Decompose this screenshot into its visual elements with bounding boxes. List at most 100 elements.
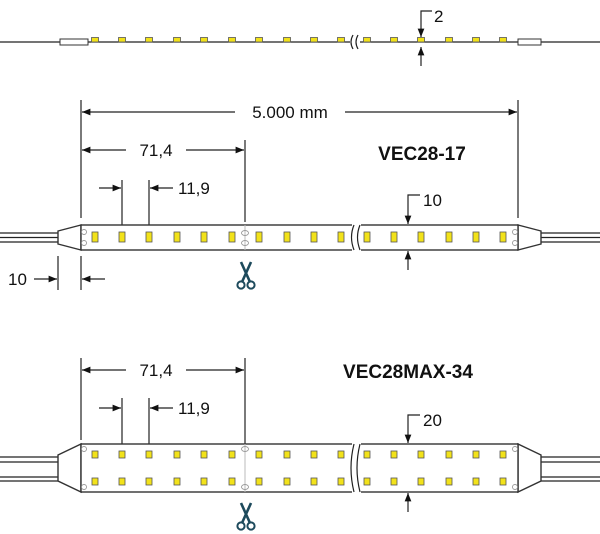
wires-left [0, 456, 58, 482]
cut-length-label: 71,4 [139, 141, 172, 160]
wires-right [541, 232, 600, 243]
led-chip [283, 231, 291, 243]
led-chip [337, 477, 345, 486]
led-chip [337, 37, 345, 43]
led-chip [255, 37, 263, 43]
left-sleeve [59, 38, 89, 46]
led-chip [228, 450, 236, 459]
led-chip [91, 37, 99, 43]
led-chip [145, 477, 153, 486]
led-chip [337, 450, 345, 459]
led-chip [200, 231, 208, 243]
led-chip [417, 37, 425, 43]
led-chip [283, 450, 291, 459]
led-chip [310, 450, 318, 459]
led-chip [255, 477, 263, 486]
thickness-label: 2 [434, 7, 443, 26]
led-chip [173, 37, 181, 43]
top-strip-side-view: 2 [0, 7, 600, 66]
led-chip [499, 477, 507, 486]
led-chip [310, 231, 318, 243]
led-chip [445, 450, 453, 459]
led-chip [390, 450, 398, 459]
led-chip [200, 37, 208, 43]
led-chip [390, 37, 398, 43]
wires-right [541, 456, 600, 482]
led-chip [472, 37, 480, 43]
led-row [91, 231, 507, 243]
led-chip [363, 477, 371, 486]
led-chip [445, 477, 453, 486]
end-cap-left [57, 442, 82, 494]
end-cap-right [517, 442, 542, 494]
led-chip [499, 231, 507, 243]
led-chip [228, 477, 236, 486]
total-length-label: 5.000 mm [252, 103, 328, 122]
led-chip [173, 231, 181, 243]
led-chip [417, 477, 425, 486]
led-chip [145, 450, 153, 459]
led-chip [390, 231, 398, 243]
model-title: VEC28MAX-34 [343, 362, 473, 383]
break-mark [350, 443, 361, 493]
led-chip [173, 477, 181, 486]
led-chip [91, 450, 99, 459]
led-chip [499, 450, 507, 459]
led-pitch-label: 11,9 [178, 179, 210, 198]
led-chip [363, 37, 371, 43]
end-cap-left [57, 224, 82, 251]
end-cap-label: 10 [8, 270, 27, 289]
right-sleeve [517, 38, 542, 46]
led-chip [118, 231, 126, 243]
top-led-row [91, 37, 507, 43]
led-chip [363, 450, 371, 459]
led-chip [363, 231, 371, 243]
led-chip [228, 37, 236, 43]
led-chip [145, 37, 153, 43]
led-chip [283, 477, 291, 486]
led-double-row [91, 450, 507, 486]
led-chip [445, 231, 453, 243]
led-chip [472, 450, 480, 459]
led-chip [200, 450, 208, 459]
led-chip [145, 231, 153, 243]
led-chip [310, 477, 318, 486]
cut-length-label: 71,4 [139, 361, 172, 380]
width-label: 10 [423, 191, 442, 210]
led-chip [255, 231, 263, 243]
led-chip [228, 231, 236, 243]
end-cap-right [517, 224, 542, 251]
scissors-icon [236, 260, 256, 290]
break-mark [350, 224, 361, 251]
led-chip [417, 450, 425, 459]
model-title: VEC28-17 [378, 144, 466, 165]
scissors-icon [236, 501, 256, 531]
width-dimension-top [404, 194, 420, 224]
led-chip [255, 450, 263, 459]
led-chip [499, 37, 507, 43]
cut-mark [81, 225, 518, 250]
led-chip [200, 477, 208, 486]
led-chip [472, 477, 480, 486]
led-chip [472, 231, 480, 243]
led-chip [417, 231, 425, 243]
led-chip [310, 37, 318, 43]
led-chip [91, 477, 99, 486]
strip-body [80, 443, 519, 493]
width-label: 20 [423, 411, 442, 430]
strip-vec28-17: 5.000 mm 71,4 11,9 VEC28-17 10 [0, 100, 600, 290]
thickness-dimension-top [417, 10, 432, 37]
led-chip [445, 37, 453, 43]
led-chip [283, 37, 291, 43]
width-dimension-top [404, 414, 420, 443]
led-pitch-label: 11,9 [178, 399, 210, 418]
led-chip [91, 231, 99, 243]
led-chip [118, 37, 126, 43]
strip-vec28max-34: 71,4 11,9 VEC28MAX-34 20 [0, 358, 600, 531]
led-chip [337, 231, 345, 243]
cut-mark [81, 444, 518, 492]
led-chip [390, 477, 398, 486]
led-chip [118, 477, 126, 486]
break-mark [350, 34, 359, 50]
